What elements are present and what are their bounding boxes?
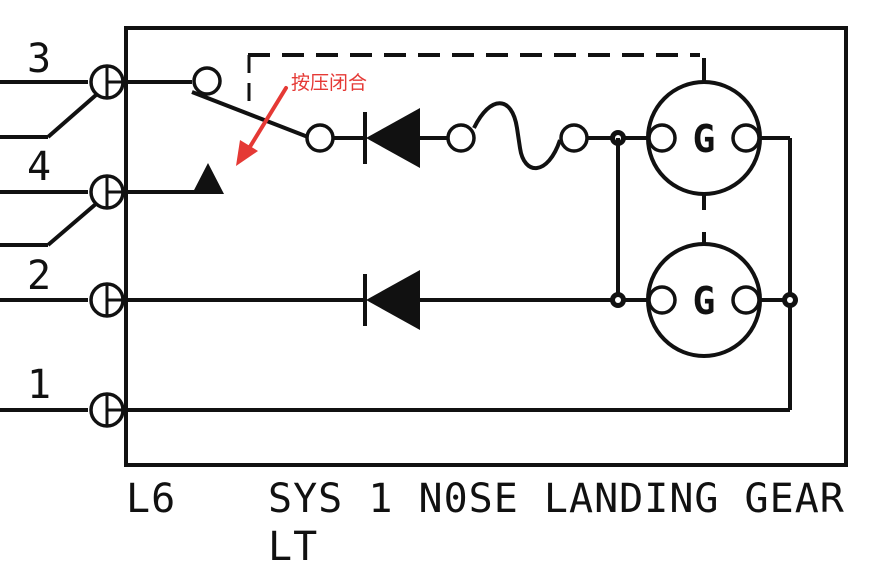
switch-contact-common bbox=[192, 66, 222, 96]
component-ref: L6 bbox=[126, 476, 176, 522]
pin-label-2: 2 bbox=[27, 253, 51, 299]
pin-terminal-3 bbox=[89, 64, 125, 100]
diode-upper-icon bbox=[363, 108, 447, 168]
pin-terminal-2 bbox=[89, 282, 125, 318]
lamp-upper bbox=[646, 58, 762, 210]
annotation-arrow-icon bbox=[236, 86, 288, 166]
lamp-lower-label: G bbox=[693, 279, 716, 323]
caption-line-2: LT bbox=[268, 524, 318, 570]
annotation-text: 按压闭合 bbox=[291, 72, 367, 94]
switch-blade bbox=[191, 90, 309, 139]
fuse-terminal-right bbox=[559, 123, 589, 153]
switch-contact-no-icon bbox=[192, 163, 224, 194]
fuse-terminal-left bbox=[446, 123, 476, 153]
caption-line-1: SYS 1 N0SE LANDING GEAR bbox=[268, 476, 845, 522]
diode-lower-icon bbox=[363, 270, 420, 330]
pin-label-4: 4 bbox=[27, 144, 51, 190]
pin-terminal-4 bbox=[89, 174, 125, 210]
external-wires bbox=[0, 80, 106, 412]
pin-label-3: 3 bbox=[27, 36, 51, 82]
fuse-link bbox=[472, 101, 562, 170]
component-box bbox=[124, 26, 848, 467]
pin-label-1: 1 bbox=[27, 362, 51, 408]
switch-contact-nc bbox=[305, 123, 335, 153]
pin-terminal-1 bbox=[89, 392, 125, 428]
lamp-upper-label: G bbox=[693, 117, 716, 161]
